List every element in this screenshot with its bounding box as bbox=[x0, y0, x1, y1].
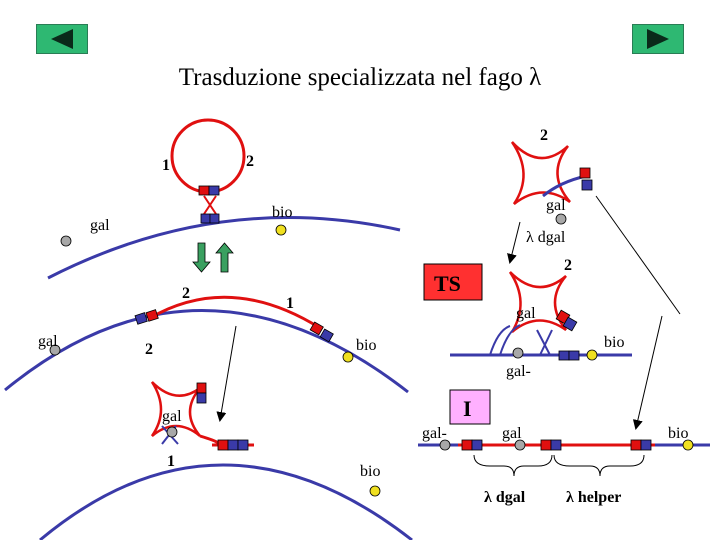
i-box bbox=[449, 389, 491, 425]
att-site-blue bbox=[208, 185, 220, 196]
bracket-lambda-dgal bbox=[473, 454, 553, 477]
site-label-two: 2 bbox=[564, 257, 572, 274]
gene-label-bio: bio bbox=[668, 425, 688, 442]
bio-gene-icon bbox=[586, 349, 598, 361]
att-site-blue bbox=[471, 439, 483, 451]
down-arrow-icon bbox=[192, 242, 211, 273]
up-arrow-icon bbox=[215, 242, 234, 273]
ts-box bbox=[423, 263, 483, 301]
att-site-red bbox=[461, 439, 473, 451]
gal-gene-icon bbox=[512, 347, 524, 359]
ts-stage: TS 2 gal bio gal- bbox=[423, 257, 632, 380]
att-site-blue bbox=[558, 350, 570, 361]
gene-label-gal: gal bbox=[38, 333, 58, 350]
site-label-two: 2 bbox=[540, 127, 548, 144]
gene-label-gal: gal bbox=[90, 217, 110, 234]
gene-label-gal: gal bbox=[162, 408, 182, 425]
att-site-blue bbox=[134, 312, 148, 325]
gene-label-bio: bio bbox=[272, 204, 292, 221]
ts-label: TS bbox=[434, 271, 461, 296]
bio-gene-icon bbox=[275, 224, 287, 236]
phage-star bbox=[510, 141, 571, 205]
i-label: I bbox=[463, 396, 472, 421]
bracket-lambda-helper bbox=[553, 454, 645, 477]
att-site-blue bbox=[196, 392, 207, 404]
gene-label-gal: gal bbox=[502, 425, 522, 442]
gal-gene-icon bbox=[439, 439, 451, 451]
gene-label-bio: bio bbox=[360, 463, 380, 480]
site-label-two: 2 bbox=[246, 153, 254, 170]
gal-gene-icon bbox=[514, 439, 526, 451]
att-site-blue bbox=[227, 439, 239, 451]
att-site-blue bbox=[550, 439, 562, 451]
chromosome-segment bbox=[489, 324, 521, 356]
arrow-connector bbox=[632, 315, 663, 430]
next-slide-button[interactable] bbox=[632, 24, 684, 54]
att-site-blue bbox=[209, 213, 220, 224]
att-site-blue bbox=[568, 350, 580, 361]
lambda-dgal-label: λ dgal bbox=[526, 229, 566, 246]
att-site-blue bbox=[581, 179, 593, 191]
phage-segment bbox=[149, 295, 321, 330]
phage-circle bbox=[170, 118, 246, 194]
att-site-red bbox=[540, 439, 552, 451]
chromosome-arc bbox=[39, 463, 413, 540]
att-site-red bbox=[630, 439, 642, 451]
gene-label-bio: bio bbox=[356, 337, 376, 354]
att-site-blue bbox=[640, 439, 652, 451]
bio-gene-icon bbox=[369, 485, 381, 497]
att-site-red bbox=[217, 439, 229, 451]
gene-label-bio: bio bbox=[604, 334, 624, 351]
phage-star bbox=[508, 271, 567, 333]
att-site-blue bbox=[200, 213, 211, 224]
triangle-right-icon bbox=[633, 25, 683, 53]
gene-label-gal-minus: gal- bbox=[422, 425, 447, 442]
lambda-helper-label: λ helper bbox=[566, 489, 621, 506]
bio-gene-icon bbox=[342, 351, 354, 363]
middle-stage: 2 1 gal 2 bio bbox=[4, 285, 409, 394]
att-site-red bbox=[579, 167, 591, 179]
gal-gene-icon bbox=[49, 344, 61, 356]
chromosome-arc bbox=[4, 309, 409, 394]
gene-label-gal: gal bbox=[546, 197, 566, 214]
att-site-red bbox=[198, 185, 210, 196]
bio-gene-icon bbox=[682, 439, 694, 451]
site-label-one: 1 bbox=[162, 157, 170, 174]
att-site-blue bbox=[562, 316, 578, 332]
top-left-stage: 1 2 gal bio bbox=[47, 118, 401, 280]
lysogen-stage: I gal- gal bio λ dgal λ helper bbox=[418, 389, 710, 506]
slide-title: Trasduzione specializzata nel fago λ bbox=[178, 64, 542, 91]
chromosome-arc bbox=[47, 216, 401, 280]
site-label-one: 1 bbox=[286, 295, 294, 312]
site-label-two: 2 bbox=[145, 341, 153, 358]
att-site-red bbox=[196, 382, 207, 394]
arrow-connector bbox=[507, 221, 521, 264]
triangle-left-icon bbox=[37, 25, 87, 53]
arrow-connector bbox=[216, 325, 237, 422]
lambda-dgal-label: λ dgal bbox=[484, 489, 526, 506]
gene-label-gal-minus: gal- bbox=[506, 363, 531, 380]
att-site-blue bbox=[237, 439, 249, 451]
site-label-two: 2 bbox=[182, 285, 190, 302]
connector-line bbox=[595, 195, 681, 315]
gal-gene-icon bbox=[60, 235, 72, 247]
gal-gene-icon bbox=[166, 426, 178, 438]
gal-gene-icon bbox=[555, 213, 567, 225]
bottom-left-stage: gal 1 bio bbox=[39, 381, 413, 540]
lambda-dgal-particle: 2 gal λ dgal bbox=[510, 127, 593, 246]
site-label-one: 1 bbox=[167, 453, 175, 470]
excision-arrows bbox=[192, 242, 234, 273]
att-site-red bbox=[309, 321, 324, 336]
chromosome-segment bbox=[536, 329, 553, 356]
crossover-line bbox=[203, 195, 217, 215]
att-site-blue bbox=[319, 328, 334, 343]
att-site-red bbox=[145, 309, 159, 322]
gene-label-gal: gal bbox=[516, 305, 536, 322]
previous-slide-button[interactable] bbox=[36, 24, 88, 54]
